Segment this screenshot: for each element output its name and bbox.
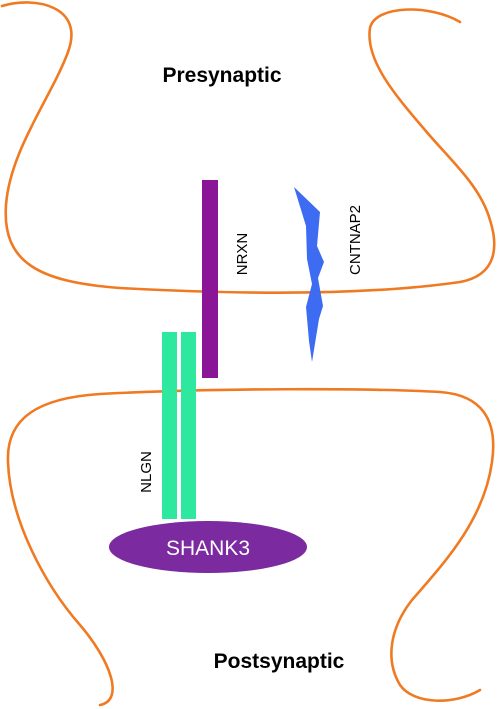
postsynaptic-label: Postsynaptic bbox=[214, 650, 345, 673]
presynaptic-membrane bbox=[0, 1, 496, 294]
nlgn-bar-left bbox=[162, 332, 177, 519]
presynaptic-label: Presynaptic bbox=[162, 64, 281, 87]
nrxn-label: NRXN bbox=[234, 233, 251, 276]
nrxn-protein bbox=[202, 180, 218, 378]
cntnap2-protein bbox=[294, 187, 324, 362]
shank3-label: SHANK3 bbox=[166, 537, 250, 560]
postsynaptic-membrane bbox=[6, 387, 495, 707]
cntnap2-label: CNTNAP2 bbox=[347, 205, 364, 275]
nlgn-bar-right bbox=[181, 332, 196, 519]
nlgn-label: NLGN bbox=[138, 451, 155, 493]
shank3-protein bbox=[109, 521, 307, 573]
